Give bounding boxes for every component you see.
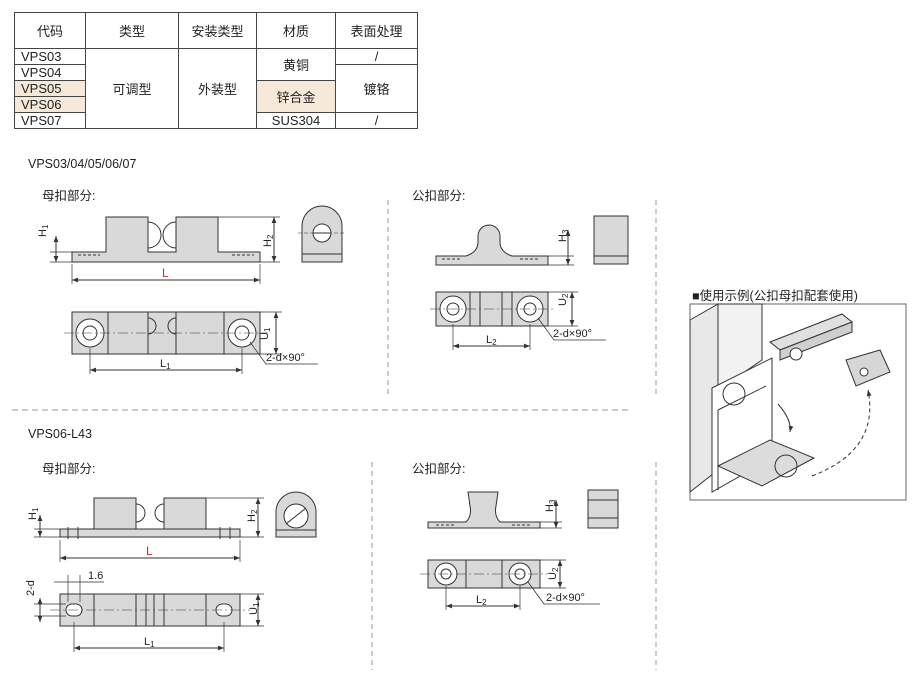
female-side-view-2: [59, 497, 241, 539]
header-type: 类型: [85, 12, 179, 49]
female-top-view-2: [50, 593, 250, 627]
table-header-row: 代码 类型 安装类型 材质 表面处理: [14, 12, 418, 49]
section1-female-label: 母扣部分:: [42, 189, 96, 203]
header-code: 代码: [14, 12, 86, 49]
table-row: VPS06: [14, 96, 418, 113]
male-top-view-1: [430, 291, 554, 327]
code-cell: VPS06: [14, 96, 86, 113]
male-end-view-2: [587, 489, 619, 529]
type-cell: 可调型: [85, 48, 179, 129]
header-material: 材质: [256, 12, 336, 49]
spec-table: 代码 类型 安装类型 材质 表面处理 VPS03 可调型 外装型 黄铜 / VP…: [14, 12, 418, 129]
dim-hole-label-male-2: 2-d×90°: [546, 592, 585, 604]
code-cell: VPS07: [14, 112, 86, 129]
dim-u2-label: U2: [557, 293, 570, 306]
dim-l-label-2: L: [146, 544, 153, 558]
male-side-view-2: [427, 491, 541, 529]
dim-hole-label: 2-d×90°: [266, 352, 305, 364]
code-cell: VPS05: [14, 80, 86, 97]
male-top-view-2: [420, 559, 548, 589]
dim-u1-label-2: U1: [248, 602, 261, 615]
header-finish: 表面处理: [335, 12, 418, 49]
female-top-dims-1: [89, 311, 318, 374]
section2-title: VPS06-L43: [28, 427, 92, 441]
male-side-view-1: [435, 224, 549, 266]
male-side-dims-2: [500, 500, 562, 529]
female-end-view-1: [298, 205, 346, 263]
male-top-dims-2: [445, 559, 600, 610]
usage-example-illustration: [689, 303, 907, 501]
dim-l1-label-2: L1: [144, 636, 155, 649]
female-side-view-1: [71, 216, 261, 263]
dim-h1-label: H1: [37, 224, 50, 237]
female-top-dims-2: [34, 575, 264, 652]
male-top-dims-1: [452, 291, 606, 350]
dim-l2-label: L2: [486, 334, 497, 347]
dim-slot-width-label: 1.6: [88, 570, 103, 582]
female-side-dims-2: [34, 497, 264, 562]
dim-h3-label: H3: [557, 229, 570, 242]
section1-male-label: 公扣部分:: [412, 189, 466, 203]
female-side-dims-1: [50, 216, 280, 284]
install-cell: 外装型: [178, 48, 257, 129]
dim-u1-label: U1: [259, 327, 272, 340]
section1-title: VPS03/04/05/06/07: [28, 157, 137, 171]
finish-chrome-cell: 镀铬: [335, 64, 418, 113]
dim-l1-label: L1: [160, 358, 171, 371]
material-sus-cell: SUS304: [256, 112, 336, 129]
dim-h2-label: H2: [262, 234, 275, 247]
dim-u2-label-2: U2: [547, 567, 560, 580]
dim-l2-label-2: L2: [476, 594, 487, 607]
table-row: VPS03 可调型 外装型 黄铜 /: [14, 48, 418, 129]
dim-hole-label-male: 2-d×90°: [553, 328, 592, 340]
male-end-view-1: [593, 215, 629, 265]
section2-male-label: 公扣部分:: [412, 462, 466, 476]
dim-slot-d-label: 2-d: [25, 580, 37, 596]
code-cell: VPS04: [14, 64, 86, 81]
section2-female-label: 母扣部分:: [42, 462, 96, 476]
finish-cell: /: [335, 112, 418, 129]
usage-title: ■使用示例(公扣母扣配套使用): [692, 289, 858, 303]
dim-h2-label-2: H2: [246, 509, 259, 522]
dim-h3-label-2: H3: [544, 499, 557, 512]
dim-h1-label-2: H1: [27, 507, 40, 520]
female-end-view-2: [275, 491, 317, 538]
dim-l-label: L: [162, 266, 169, 280]
female-top-view-1: [64, 311, 268, 355]
table-row: VPS04 镀铬: [14, 64, 418, 113]
male-side-dims-1: [512, 230, 574, 266]
table-row: VPS07 SUS304 /: [14, 112, 418, 129]
